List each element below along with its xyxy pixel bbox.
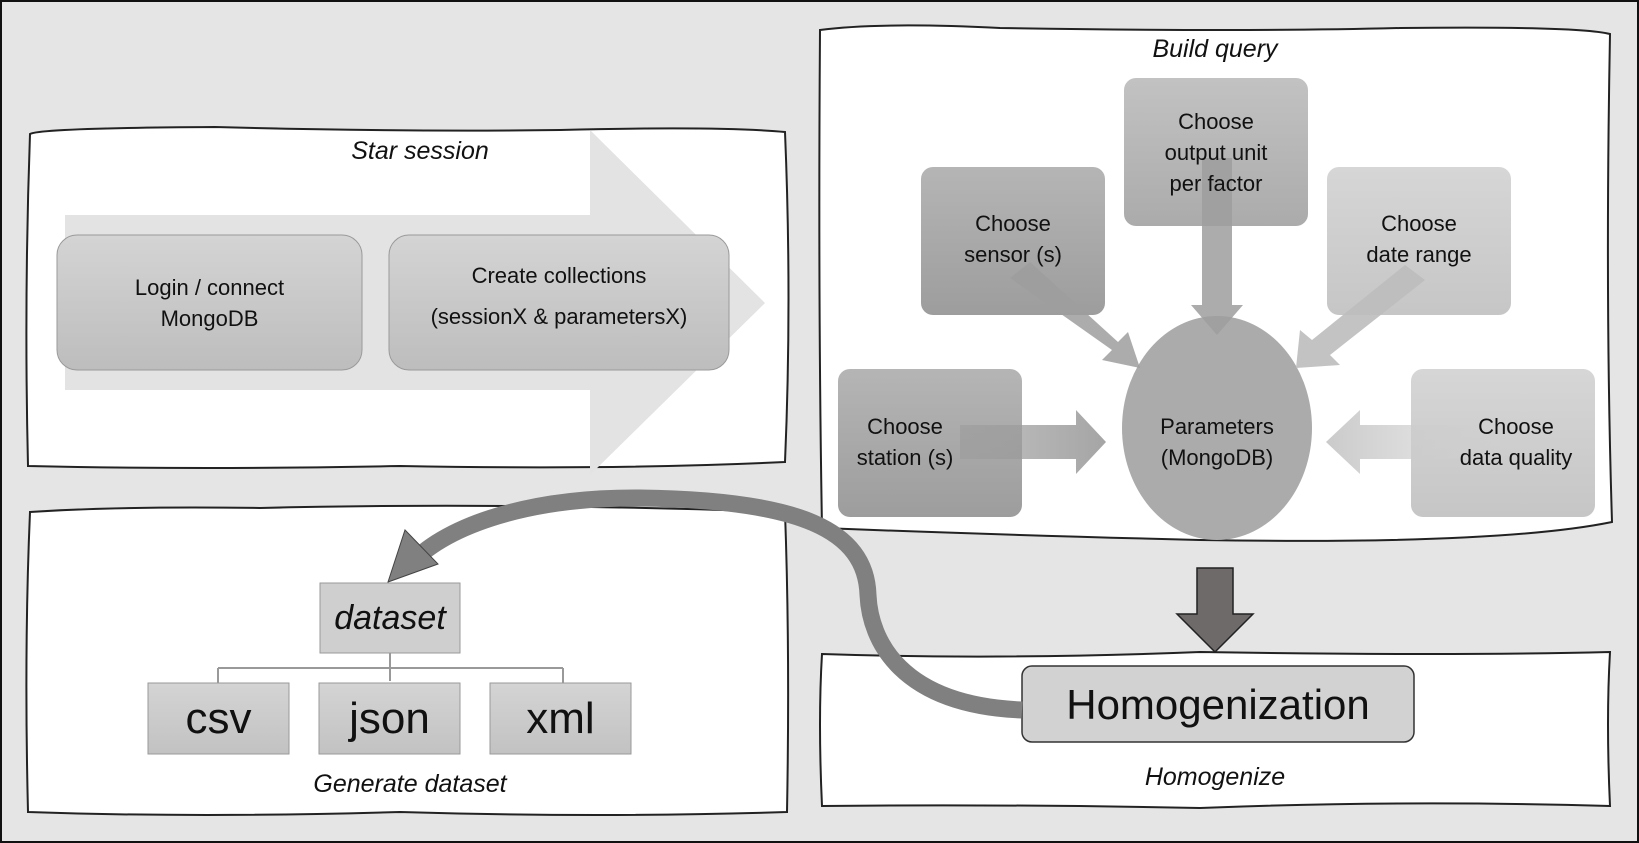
arrow-output-unit: [1191, 158, 1243, 335]
label-output-unit: Choose output unit per factor: [1124, 72, 1308, 232]
box-data-quality: [1411, 369, 1595, 517]
parameters-line2: (MongoDB): [1160, 445, 1274, 470]
title-build-query: Build query: [1152, 35, 1278, 63]
format-label-csv: csv: [185, 694, 252, 743]
arrow-down-homogenize: [1175, 567, 1255, 654]
parameters-line1: Parameters: [1160, 414, 1274, 439]
step-login-label: Login / connect MongoDB: [57, 235, 362, 370]
label-station: Choose station (s): [838, 411, 972, 473]
step-create-line2: (sessionX & parametersX): [430, 303, 688, 329]
output-unit-line1: Choose: [1178, 108, 1254, 134]
parameters-node: [1122, 316, 1312, 540]
label-sensor: Choose sensor (s): [921, 208, 1105, 270]
flow-arrow-head: [387, 529, 439, 583]
label-data-quality: Choose data quality: [1436, 411, 1596, 473]
step-create-label: Create collections (sessionX & parameter…: [389, 228, 729, 363]
station-line1: Choose: [867, 414, 943, 439]
sensor-line2: sensor (s): [964, 242, 1062, 267]
format-label-json: json: [349, 694, 430, 743]
format-box-json: [318, 682, 461, 755]
output-unit-line3: per factor: [1169, 170, 1263, 196]
box-output-unit: [1124, 78, 1308, 226]
homogenization-label: Homogenization: [1066, 680, 1370, 728]
title-homogenize: Homogenize: [1144, 763, 1286, 791]
step-box-create-collections: [388, 234, 730, 371]
dataset-box: [319, 582, 461, 654]
flow-arrow-back: [403, 489, 1023, 719]
step-login-line1: Login / connect: [134, 274, 285, 300]
step-create-line1: Create collections: [471, 262, 647, 288]
box-date-range: [1327, 167, 1511, 315]
arrow-data-quality: [1326, 410, 1500, 474]
step-box-login: [56, 234, 363, 371]
format-box-csv: [147, 682, 290, 755]
box-sensor: [921, 167, 1105, 315]
label-date-range: Choose date range: [1327, 208, 1511, 270]
format-label-xml: xml: [526, 694, 595, 743]
date-range-line1: Choose: [1381, 211, 1457, 236]
box-station: [838, 369, 1022, 517]
title-generate-dataset: Generate dataset: [313, 770, 507, 798]
label-parameters: Parameters (MongoDB): [1122, 411, 1312, 473]
title-start-session: Star session: [351, 137, 489, 165]
station-line2: station (s): [856, 445, 954, 470]
data-quality-line1: Choose: [1478, 414, 1554, 439]
arrow-station: [960, 410, 1106, 474]
dataset-label: dataset: [334, 598, 446, 637]
date-range-line2: date range: [1366, 242, 1472, 267]
data-quality-line2: data quality: [1459, 445, 1573, 470]
step-login-line2: MongoDB: [160, 305, 259, 331]
format-box-xml: [489, 682, 632, 755]
arrow-date-range: [1296, 265, 1425, 368]
output-unit-line2: output unit: [1164, 139, 1268, 165]
arrow-sensor: [1010, 262, 1140, 368]
sensor-line1: Choose: [975, 211, 1051, 236]
